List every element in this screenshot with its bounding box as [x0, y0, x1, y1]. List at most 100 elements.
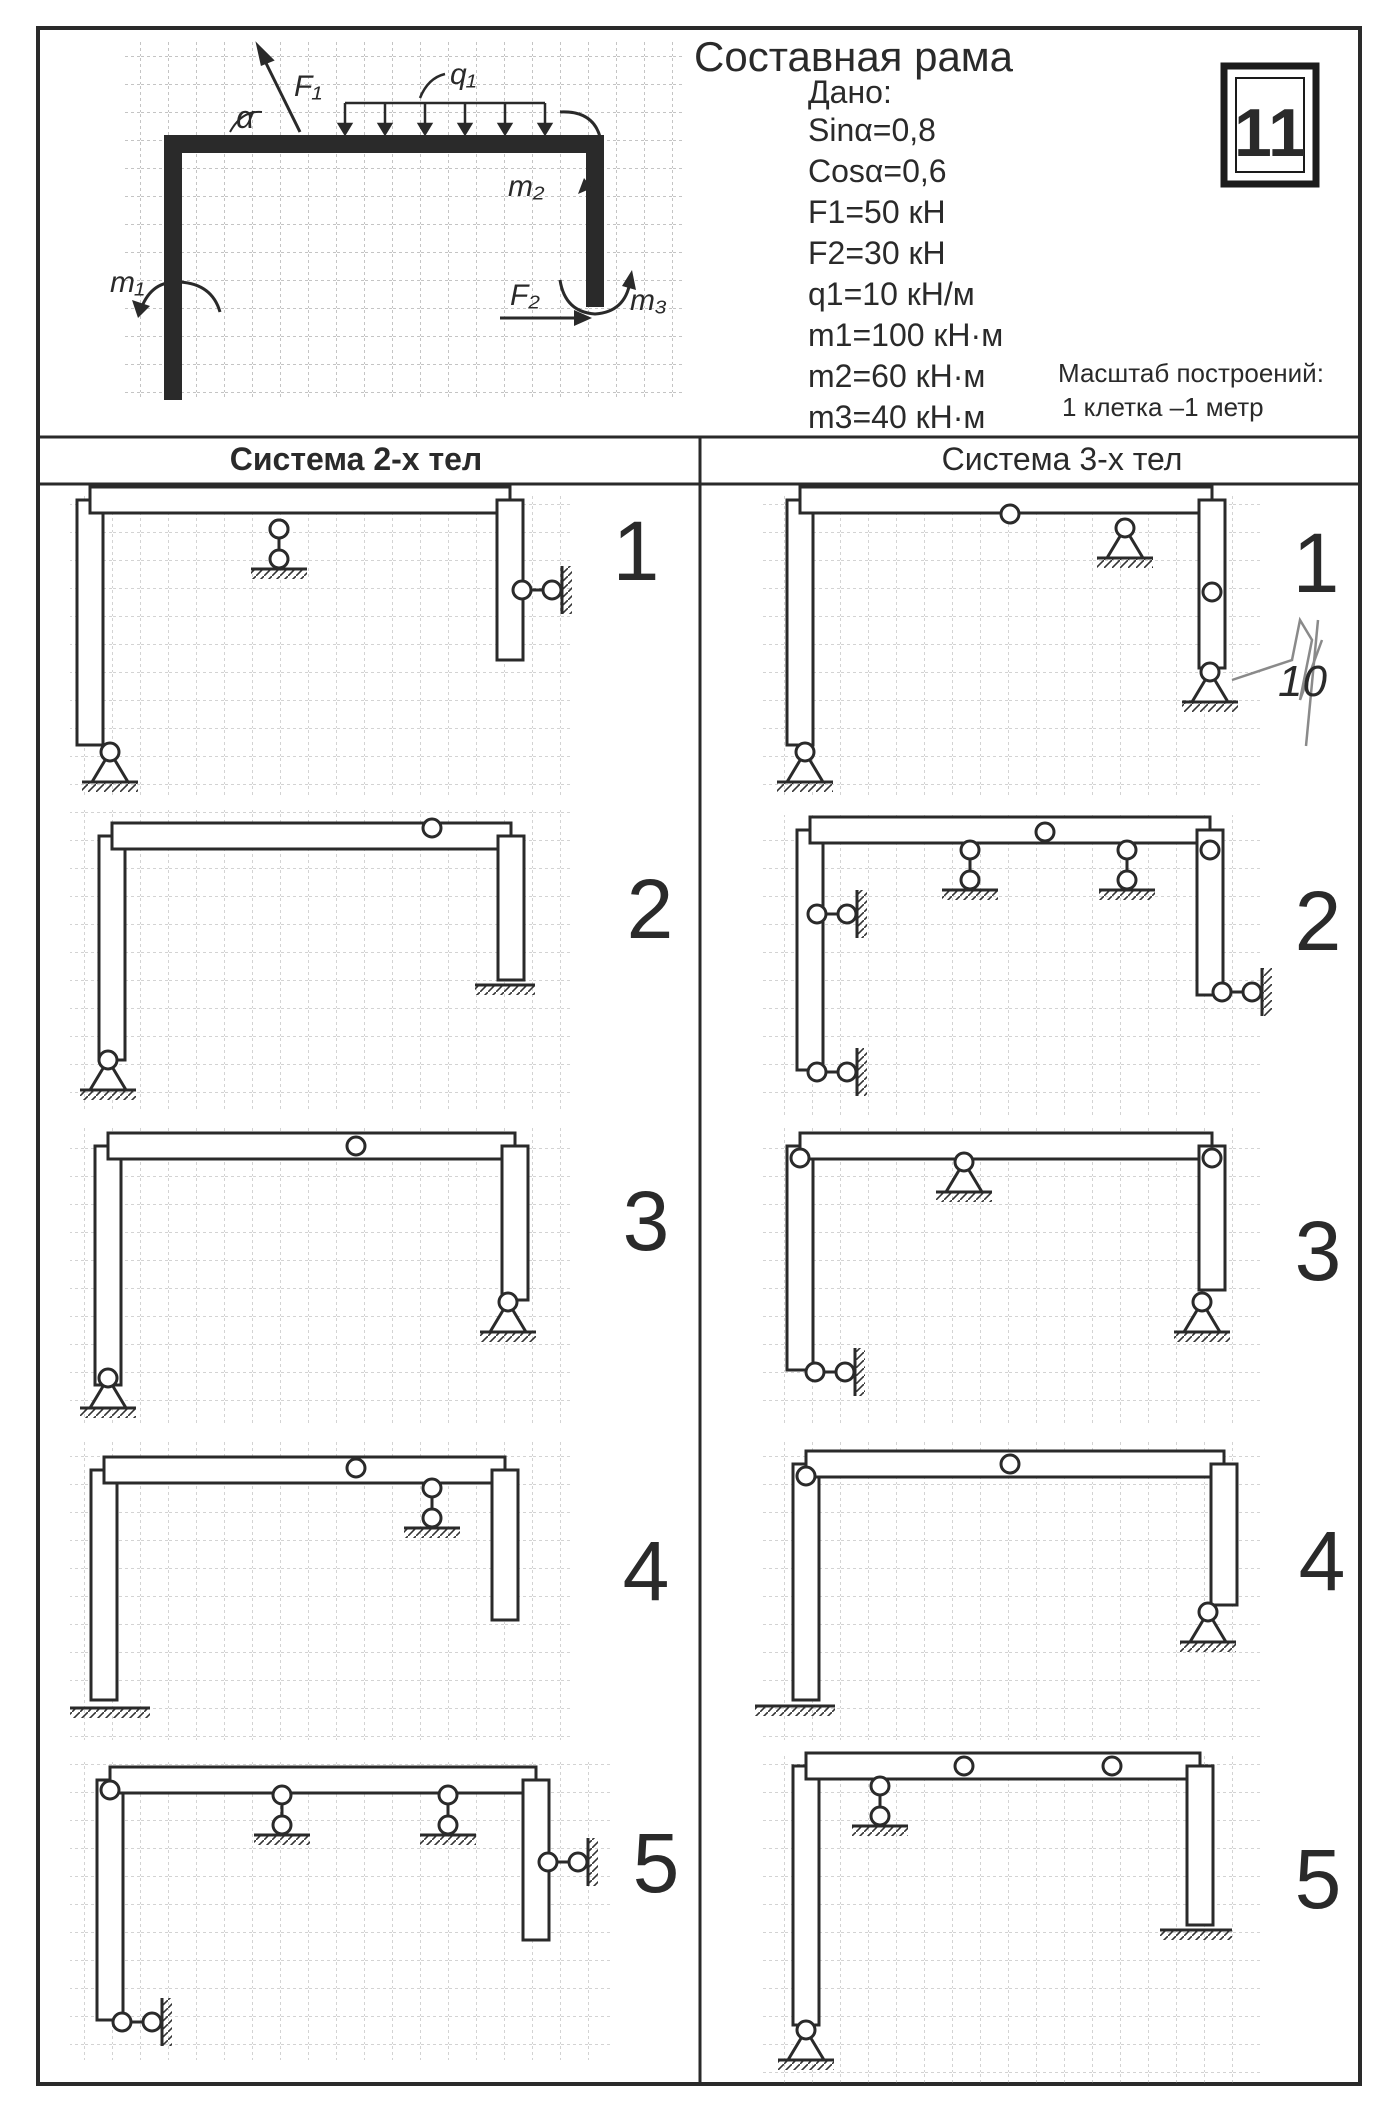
main-right-column [586, 135, 604, 307]
left-5-roller-a-bottom [271, 1814, 293, 1836]
left-3-col-right [500, 1144, 530, 1302]
right-5-roller-ground-hatch [852, 1826, 908, 1836]
handwritten-note: 10 [1278, 657, 1327, 706]
left-3-mid-hinge [345, 1135, 367, 1157]
right-1-right-pin-ground-hatch [1182, 702, 1238, 712]
right-4-pin-hinge [1197, 1601, 1219, 1623]
handwritten-annotation: 10 [1231, 616, 1327, 747]
right-2-roller-b-bottom [1116, 869, 1138, 891]
right-5-col-left [791, 1764, 821, 2027]
left-1-side-roller-wall-hatch [562, 566, 572, 614]
right-2-right-roller-wall-hatch [1262, 968, 1272, 1016]
left-5-bottom-roller-left [111, 2011, 133, 2033]
left-3-left-pin-ground-hatch [80, 1408, 136, 1418]
main-left-column [164, 135, 182, 400]
right-1-col-left [785, 498, 815, 747]
right-variant-4: 4 [1299, 1514, 1346, 1608]
left-variant-3: 3 [623, 1174, 670, 1268]
right-5-fixed-ground-hatch [1160, 1930, 1232, 1940]
left-5-grid [70, 1760, 610, 2060]
given-m2: m2=60 кН·м [808, 358, 986, 394]
moment-m1-arrowhead [132, 300, 150, 318]
right-3-col-right [1197, 1144, 1227, 1292]
right-variant-numbers: 1 2 3 4 5 [1293, 516, 1346, 1926]
right-1-col-hinge [1201, 581, 1223, 603]
left-variant-5: 5 [633, 1816, 680, 1910]
left-1-side-roller-right [541, 579, 563, 601]
right-4-grid [760, 1440, 1260, 1740]
left-variant-4: 4 [623, 1524, 670, 1618]
left-variant-1: 1 [613, 504, 660, 598]
moment-m1-arc [138, 280, 222, 313]
left-5-roller-a-ground-hatch [254, 1835, 310, 1845]
label-q1: q₁ [450, 58, 476, 91]
left-3-col-left [93, 1144, 123, 1387]
right-5-pin-hinge [795, 2019, 817, 2041]
left-4-roller-bottom [421, 1507, 443, 1529]
right-2-left-roller-bottom-left [806, 1061, 828, 1083]
left-2-beam [110, 821, 513, 851]
right-variant-5: 5 [1295, 1832, 1342, 1926]
moment-m3-arc [558, 279, 632, 316]
left-5-roller-b-bottom [437, 1814, 459, 1836]
right-4-pin-ground-hatch [1180, 1642, 1236, 1652]
left-5-col-left [95, 1778, 125, 2022]
left-1-pin-ground-hatch [82, 782, 138, 792]
right-4-beam-hinge [999, 1453, 1021, 1475]
left-1-roller-ground-hatch [251, 569, 307, 579]
given-cos: Cosα=0,6 [808, 153, 947, 189]
given-f2: F2=30 кН [808, 235, 946, 271]
given-label: Дано: [808, 74, 892, 110]
main-beam [164, 135, 604, 153]
left-4-col-left [89, 1468, 119, 1702]
label-F1: F₁ [294, 70, 322, 103]
right-2-left-roller-bottom-wall-hatch [857, 1048, 867, 1096]
right-2-col-left [795, 828, 825, 1072]
left-1-roller-top [268, 518, 290, 540]
right-5-hinge-b [1101, 1755, 1123, 1777]
right-2-col-hinge [1199, 839, 1221, 861]
right-3-pin-hinge [953, 1151, 975, 1173]
right-2-beam-hinge [1034, 821, 1056, 843]
left-5-roller-b-ground-hatch [420, 1835, 476, 1845]
right-variant-3: 3 [1295, 1204, 1342, 1298]
variant-number: 11 [1234, 95, 1306, 171]
moment-m2-arc [559, 110, 604, 190]
right-3-left-hinge [789, 1147, 811, 1169]
right-2-col-right [1195, 828, 1225, 997]
right-2-left-roller-top-wall-hatch [857, 890, 867, 938]
right-2-right-roller-left [1211, 981, 1233, 1003]
left-2-col-left [97, 834, 127, 1062]
given-m1: m1=100 кН·м [808, 317, 1004, 353]
force-F2-arrowhead [574, 310, 592, 326]
right-2-roller-a-ground-hatch [942, 890, 998, 900]
left-3-right-pin-ground-hatch [480, 1332, 536, 1342]
right-2-right-roller-right [1241, 981, 1263, 1003]
header-title: Составная рама [694, 33, 1014, 80]
left-1-grid [70, 495, 570, 795]
left-3-right-pin-hinge [497, 1291, 519, 1313]
right-2-grid [760, 815, 1260, 1115]
scale-value: 1 клетка –1 метр [1062, 392, 1264, 422]
left-1-pin-hinge [99, 741, 121, 763]
left-3-left-pin-hinge [97, 1367, 119, 1389]
right-1-beam-hinge [999, 503, 1021, 525]
right-3-right-pin-ground-hatch [1174, 1332, 1230, 1342]
right-3-left-roller-wall-hatch [855, 1348, 865, 1396]
left-5-side-roller-right [567, 1851, 589, 1873]
column-header-three-bodies: Система 3-х тел [942, 441, 1183, 477]
right-2-roller-b-ground-hatch [1099, 890, 1155, 900]
left-1-beam [88, 485, 512, 515]
label-m3: m₃ [630, 284, 667, 317]
right-5-hinge-a [953, 1755, 975, 1777]
right-1-col-right [1197, 498, 1227, 670]
left-4-fixed-ground-hatch [70, 1708, 150, 1718]
force-F1 [229, 41, 302, 133]
given-sin: Sinα=0,8 [808, 112, 936, 148]
right-3-left-roller-left [804, 1361, 826, 1383]
left-3-grid [70, 1125, 570, 1425]
right-1-grid [760, 495, 1260, 795]
right-2-roller-a-bottom [959, 869, 981, 891]
distributed-load-q1 [336, 72, 554, 137]
